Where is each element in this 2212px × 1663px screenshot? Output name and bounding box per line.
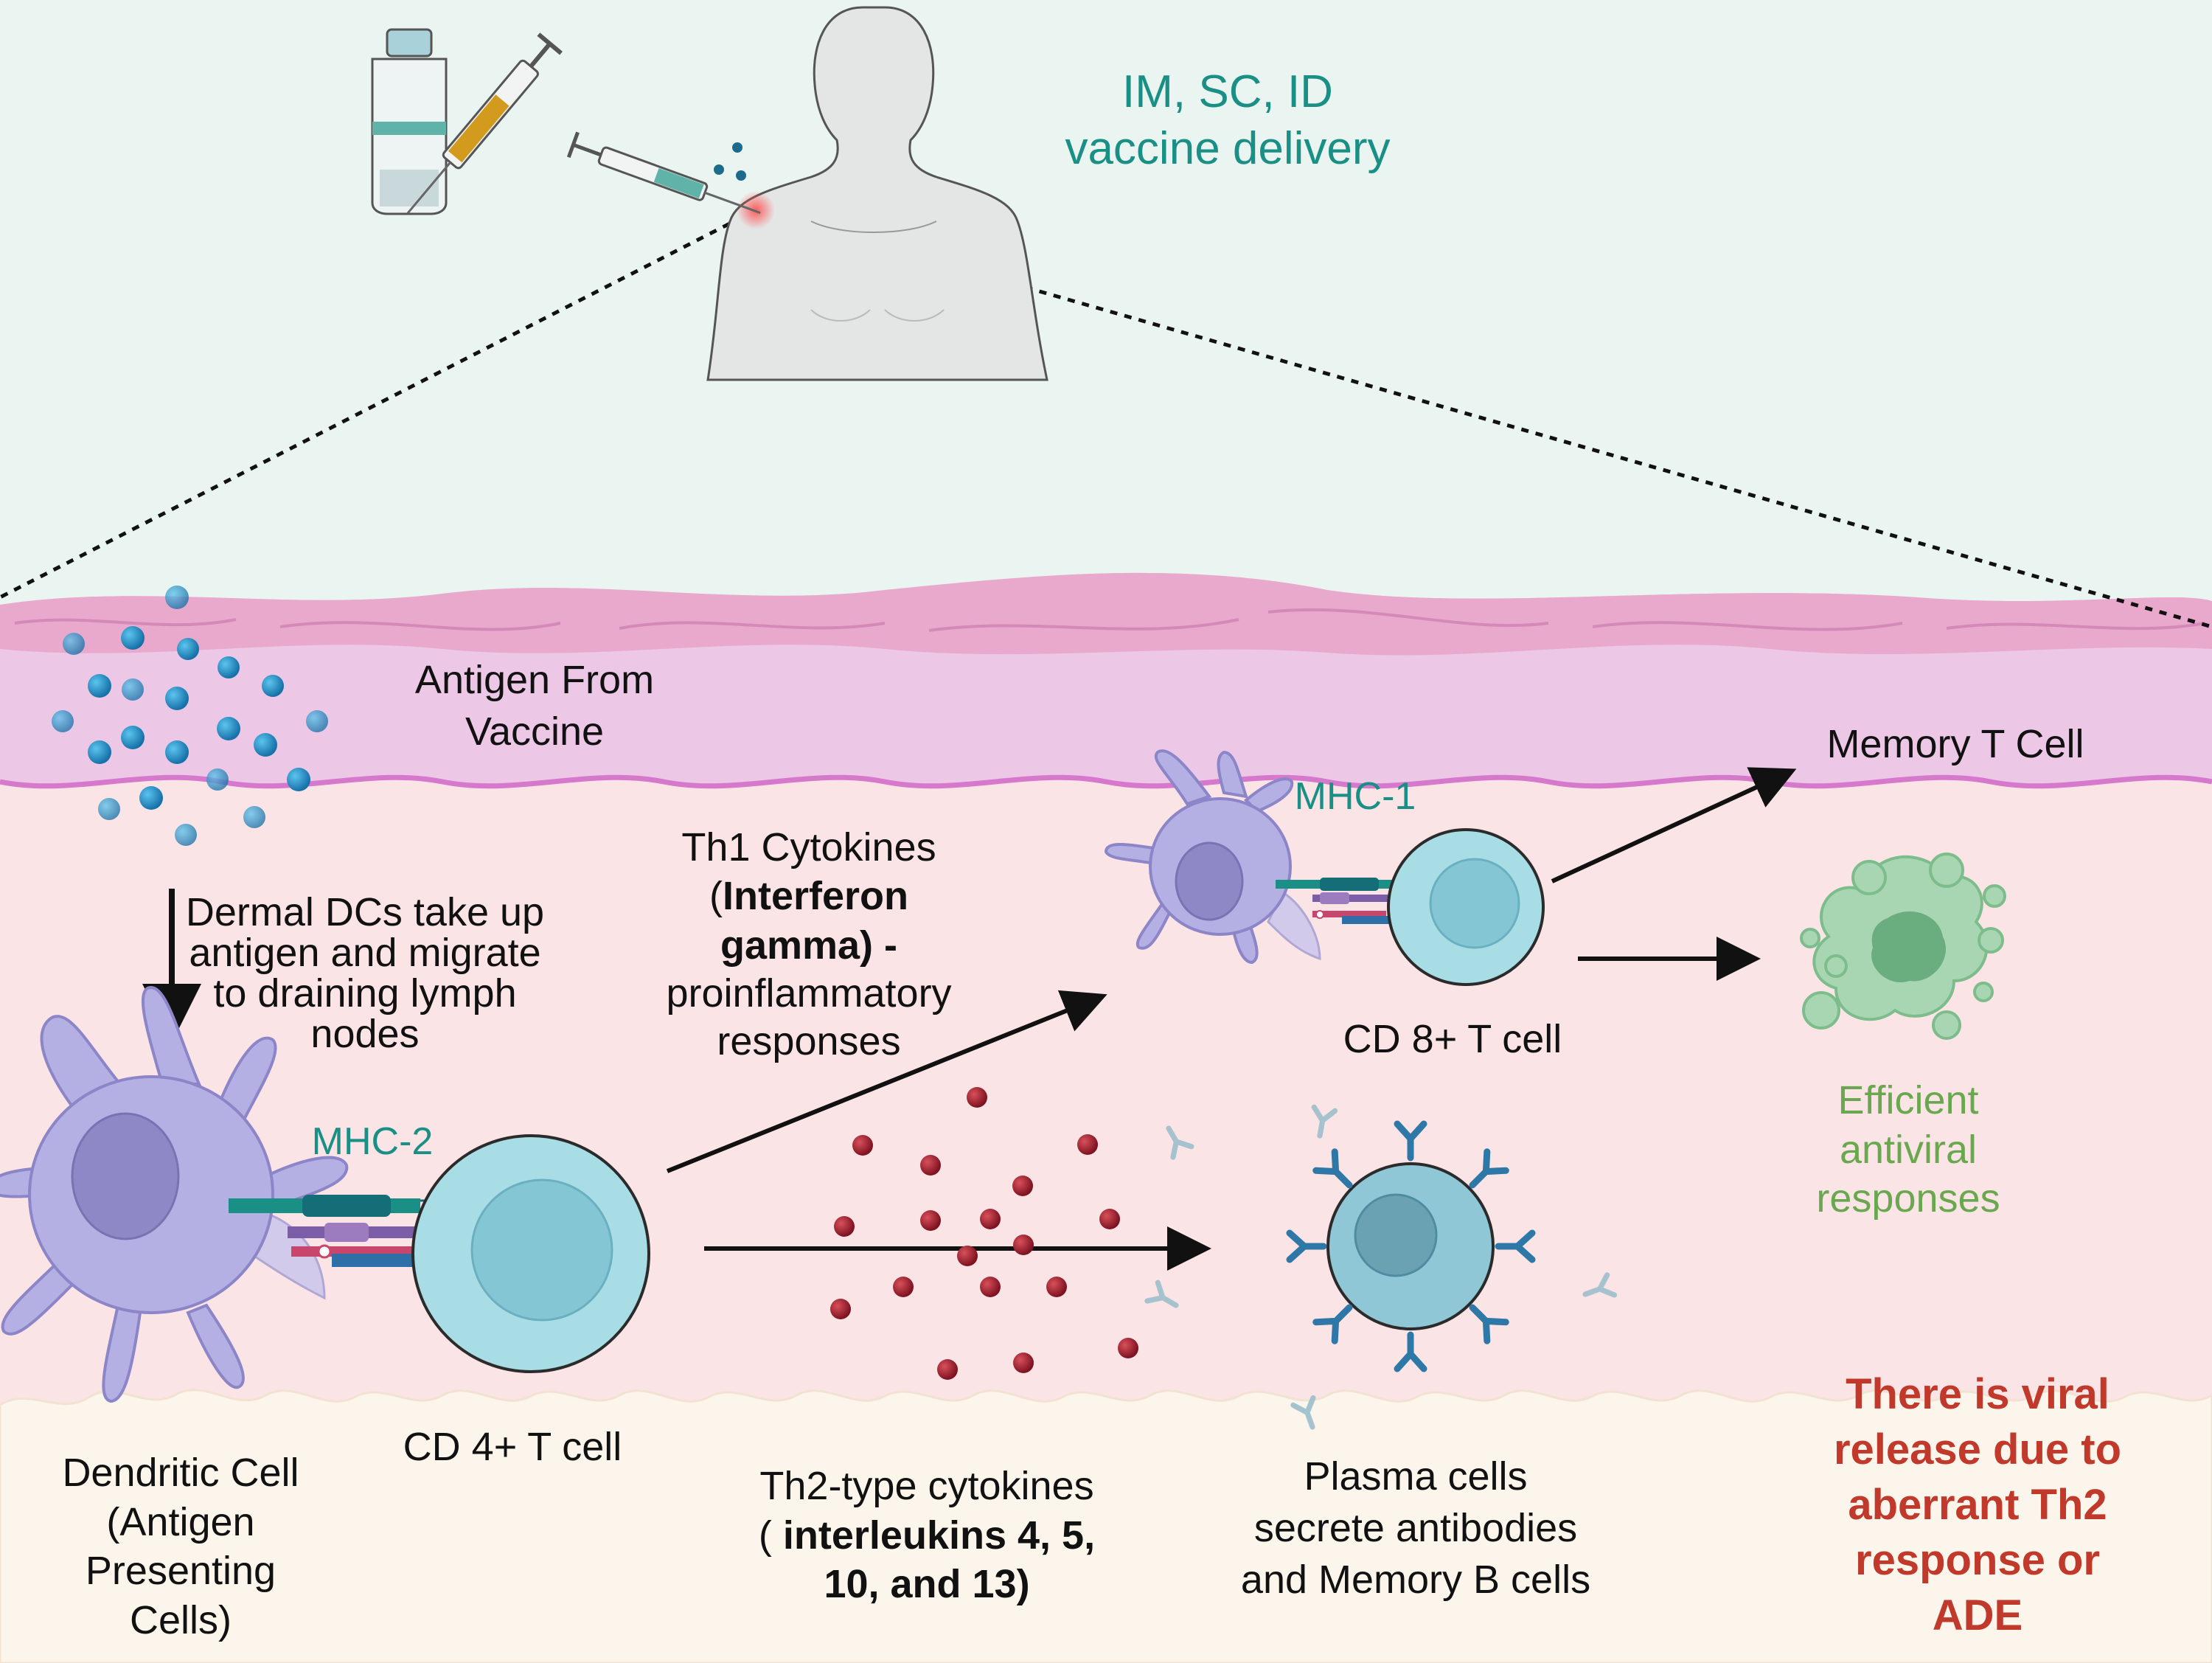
droplet-icon: [714, 164, 724, 175]
efficient-label: responses: [1816, 1176, 2000, 1221]
th2-label: 10, and 13): [824, 1562, 1029, 1606]
droplet-icon: [732, 142, 742, 153]
th1-label: Th1 Cytokines: [681, 825, 936, 869]
lysed-cell-icon: [1800, 853, 2006, 1040]
th1-label: gamma) -: [720, 923, 897, 968]
warning-label: ADE: [1933, 1591, 2023, 1639]
dermal-dcs-label: nodes: [310, 1012, 419, 1056]
human-torso-icon: [706, 6, 1048, 381]
efficient-label: Efficient: [1837, 1078, 1978, 1122]
dermal-dcs-label: Dermal DCs take up: [186, 890, 544, 934]
th1-label: (Interferon: [709, 874, 908, 918]
mhc1-label: MHC-1: [1295, 775, 1416, 818]
cd4-label: CD 4+ T cell: [403, 1425, 622, 1469]
dendritic-cell-label: (Antigen: [106, 1500, 254, 1544]
syringe-icon: [566, 131, 761, 215]
dendritic-cell-small-icon: [1104, 749, 1321, 965]
th1-label: responses: [717, 1019, 900, 1063]
th2-label: Th2-type cytokines: [759, 1464, 1093, 1508]
dendritic-cell-label: Presenting: [86, 1549, 276, 1593]
mhc2-label: MHC-2: [312, 1120, 434, 1163]
warning-label: release due to: [1834, 1426, 2121, 1473]
dendritic-cell-label: Dendritic Cell: [62, 1451, 299, 1495]
dendritic-cell-label: Cells): [130, 1598, 232, 1642]
droplet-icon: [736, 170, 746, 181]
cd8-label: CD 8+ T cell: [1343, 1017, 1562, 1061]
warning-label: aberrant Th2: [1848, 1481, 2107, 1529]
delivery-route-label: IM, SC, ID: [1122, 66, 1333, 117]
cd8-t-cell-icon: [1387, 828, 1545, 986]
efficient-label: antiviral: [1840, 1128, 1977, 1172]
dermal-dcs-label: antigen and migrate: [189, 931, 540, 975]
delivery-label: vaccine delivery: [1065, 123, 1390, 174]
skin-cross-section: [0, 572, 2212, 1663]
warning-label: response or: [1855, 1536, 2100, 1584]
plasma-label: secrete antibodies: [1254, 1506, 1577, 1550]
memory-t-arrow: [1551, 767, 1797, 883]
plasma-label: and Memory B cells: [1241, 1558, 1590, 1602]
th2-label: ( interleukins 4, 5,: [759, 1513, 1095, 1558]
plasma-cell-icon: [1326, 1162, 1495, 1330]
th1-arrow: [666, 990, 1107, 1173]
dendritic-cell-icon: [0, 986, 349, 1403]
dermal-dcs-label: to draining lymph: [213, 971, 516, 1015]
th1-label: proinflammatory: [666, 971, 951, 1015]
vaccine-vial-icon: [371, 28, 448, 215]
plasma-label: Plasma cells: [1304, 1454, 1527, 1499]
syringe-icon: [406, 32, 563, 215]
cytokine-particles: [830, 1087, 1138, 1380]
cd4-t-cell-icon: [411, 1134, 650, 1373]
antigen-label-2: Vaccine: [465, 709, 604, 754]
mhc1-receptor-icon: [1276, 878, 1401, 924]
warning-label: There is viral: [1846, 1370, 2110, 1418]
antigen-label: Antigen From: [415, 658, 654, 702]
memory-t-label: Memory T Cell: [1826, 722, 2084, 766]
antigen-particles: [52, 586, 328, 846]
